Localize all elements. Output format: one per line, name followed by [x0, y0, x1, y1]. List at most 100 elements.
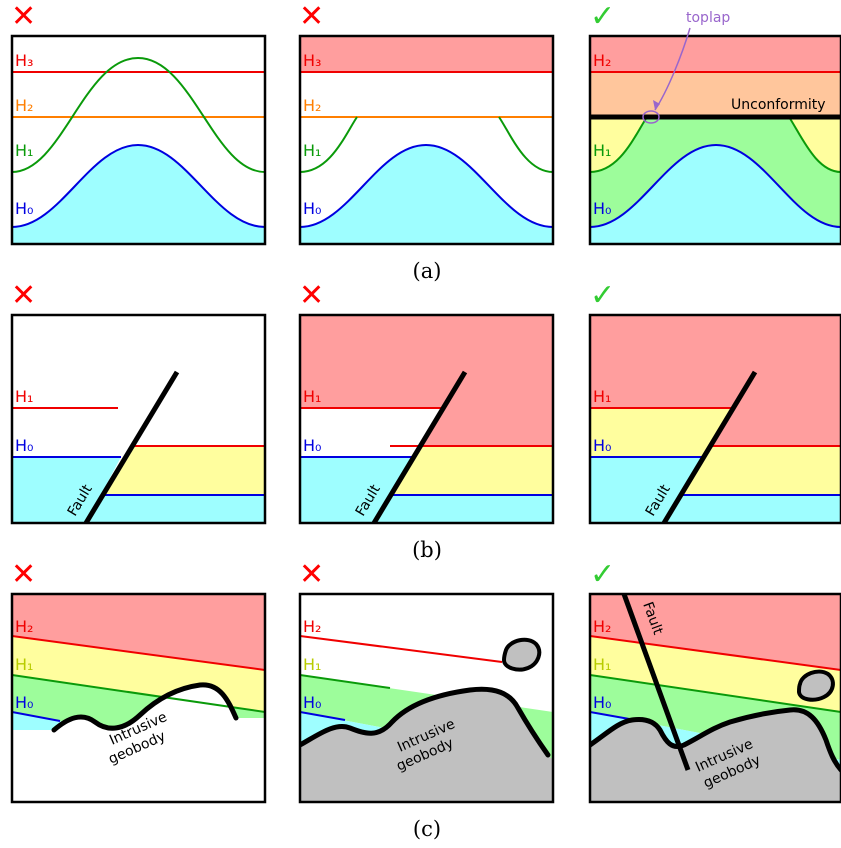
cross-mark-icon: ✕: [299, 0, 324, 34]
label-h0: H₀: [593, 199, 611, 218]
layer-red: [300, 36, 553, 72]
layer-yellow: [590, 636, 841, 712]
label-h1: H₁: [15, 141, 33, 160]
caption-c: (c): [413, 817, 441, 841]
panel-b3: H₁ H₀ Fault ✓: [588, 278, 841, 525]
label-h0: H₀: [303, 693, 321, 712]
horizon-h2-line: [590, 635, 841, 671]
layer-cyan-left: [590, 457, 702, 523]
layer-cyan-left: [300, 457, 412, 523]
label-h1: H₁: [303, 387, 321, 406]
label-h2: H₂: [593, 617, 611, 636]
cross-mark-icon: ✕: [11, 0, 36, 34]
panel-frame: [588, 592, 841, 804]
cross-mark-icon: ✕: [11, 278, 36, 313]
intrusion-body: [590, 709, 841, 802]
layer-cyan: [590, 145, 841, 244]
intrusion-masked-area: [12, 684, 265, 802]
fault-line: [371, 370, 468, 523]
caption-a: (a): [413, 259, 442, 283]
toplap-label: toplap: [686, 10, 730, 26]
horizon-h0-line: [590, 143, 841, 228]
label-h0: H₀: [303, 199, 321, 218]
label-h0: H₀: [15, 199, 33, 218]
horizon-h1-line: [12, 56, 265, 173]
horizon-h1-line-left: [590, 116, 648, 173]
layer-yellow-right: [104, 446, 265, 495]
panel-a1: H₃ H₂ H₁ H₀ ✕: [10, 0, 267, 246]
check-mark-icon: ✓: [590, 0, 615, 34]
panel-frame: [298, 313, 555, 525]
label-h0: H₀: [593, 436, 611, 455]
panel-a3: H₂ H₁ H₀ Unconformity toplap ✓: [588, 0, 841, 246]
label-h2: H₂: [15, 617, 33, 636]
horizon-h2-line: [300, 635, 503, 663]
intrusion-body: [300, 689, 553, 802]
label-h1: H₁: [303, 141, 321, 160]
label-h3: H₃: [303, 51, 321, 70]
toplap-arrowhead: [653, 100, 660, 110]
layer-red: [300, 315, 553, 446]
intrusion-xenolith: [796, 669, 835, 702]
caption-b: (b): [412, 538, 442, 562]
label-h1: H₁: [593, 141, 611, 160]
layer-cyan-right: [664, 495, 841, 523]
panel-frame: [10, 313, 267, 525]
label-h0: H₀: [593, 693, 611, 712]
layer-yellow-right: [391, 446, 553, 495]
layer-red: [590, 315, 841, 446]
label-h3: H₃: [15, 51, 33, 70]
horizon-h0-line: [12, 711, 61, 722]
panel-c1: H₂ H₁ H₀ Intrusive geobody ✕: [10, 557, 267, 804]
intrusion-xenolith: [501, 637, 542, 672]
horizon-h0-line: [12, 143, 265, 228]
layer-cyan-right: [89, 495, 265, 523]
check-mark-icon: ✓: [590, 557, 615, 592]
panel-c3: H₂ H₁ H₀ Fault Intrusive geobody ✓: [588, 557, 841, 804]
panel-b1: H₁ H₀ Fault ✕: [10, 278, 267, 525]
label-h1: H₁: [15, 655, 33, 674]
fault-line: [83, 370, 180, 523]
label-h2: H₂: [303, 617, 321, 636]
panel-c2: H₂ H₁ H₀ Intrusive geobody ✕: [298, 557, 555, 804]
layer-orange: [590, 72, 841, 117]
horizon-h0-line: [300, 143, 553, 228]
label-h1: H₁: [593, 655, 611, 674]
label-h0: H₀: [303, 436, 321, 455]
layer-cyan: [12, 145, 265, 244]
horizon-h1-line-left: [300, 116, 358, 173]
layer-red: [590, 594, 841, 670]
horizon-h1-line-right: [788, 116, 841, 173]
horizon-h0-line: [300, 711, 346, 721]
layer-red: [590, 36, 841, 72]
panel-b2: H₁ H₀ Fault ✕: [298, 278, 555, 525]
panel-frame: [10, 592, 267, 804]
intrusion-outline: [51, 682, 239, 733]
label-h2: H₂: [15, 96, 33, 115]
cross-mark-icon: ✕: [299, 278, 324, 313]
panel-a2: H₃ H₂ H₁ H₀ ✕: [298, 0, 555, 246]
toplap-circle: [642, 110, 660, 124]
layer-yellow-right: [681, 446, 841, 495]
fault-line: [661, 370, 758, 523]
unconformity-label: Unconformity: [731, 97, 826, 113]
intrusion-outline: [590, 707, 841, 773]
intrusion-outline: [300, 686, 551, 758]
layer-red: [12, 594, 265, 670]
fault-line: [621, 594, 691, 771]
cross-mark-icon: ✕: [11, 557, 36, 592]
horizon-h1-line: [12, 674, 265, 713]
layer-cyan-right: [374, 495, 553, 523]
label-h1: H₁: [15, 387, 33, 406]
panel-frame: [588, 313, 841, 525]
label-h2: H₂: [593, 51, 611, 70]
horizon-h1-line: [590, 674, 841, 713]
check-mark-icon: ✓: [590, 278, 615, 313]
panel-frame: [588, 34, 841, 246]
horizon-h1-line: [300, 674, 391, 689]
horizon-h1-line-right: [498, 116, 553, 173]
label-h0: H₀: [15, 693, 33, 712]
cross-mark-icon: ✕: [299, 557, 324, 592]
panel-frame: [298, 34, 555, 246]
